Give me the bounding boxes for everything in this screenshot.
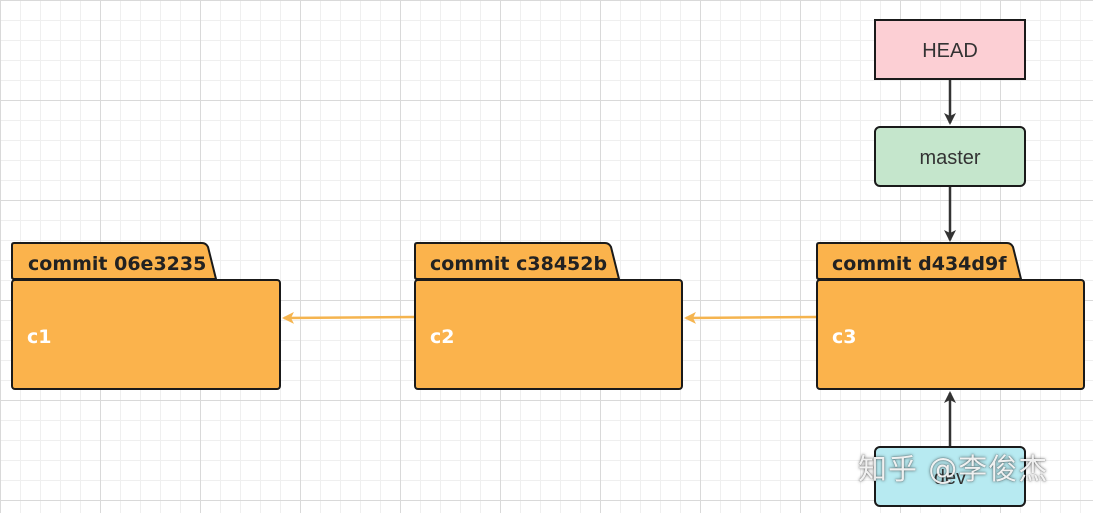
parent-arrow-c3-to-c2: [684, 311, 817, 324]
commit-c1-label: c1: [27, 326, 51, 348]
commit-c1-title: commit 06e3235: [28, 253, 206, 275]
commit-c1-tab: [11, 242, 218, 280]
master-branch-label: master: [919, 147, 980, 169]
commit-node-c2: commit c38452b c2: [414, 242, 683, 390]
parent-arrow-c2-to-c1: [282, 311, 415, 324]
commit-c2-label: c2: [430, 326, 454, 348]
commit-c3-label: c3: [832, 326, 856, 348]
head-ref-label: HEAD: [922, 40, 978, 62]
commit-node-c3: commit d434d9f c3: [816, 242, 1085, 390]
master-branch-box: [874, 126, 1026, 187]
master-branch-ref: master: [874, 126, 1026, 187]
commit-c2-title: commit c38452b: [430, 253, 607, 275]
commit-c3-title: commit d434d9f: [832, 253, 1007, 275]
head-ref-box: [874, 19, 1026, 80]
head-ref: HEAD: [874, 19, 1026, 80]
commit-c2-body: [414, 279, 683, 390]
dev-branch-ref: dev: [874, 446, 1026, 507]
commit-c2-tab: [414, 242, 621, 280]
commit-node-c1: commit 06e3235 c1: [11, 242, 281, 390]
commit-c1-body: [11, 279, 281, 390]
dev-branch-label: dev: [934, 467, 966, 489]
dev-branch-box: [874, 446, 1026, 507]
commit-c3-body: [816, 279, 1085, 390]
commit-c3-tab: [816, 242, 1023, 280]
